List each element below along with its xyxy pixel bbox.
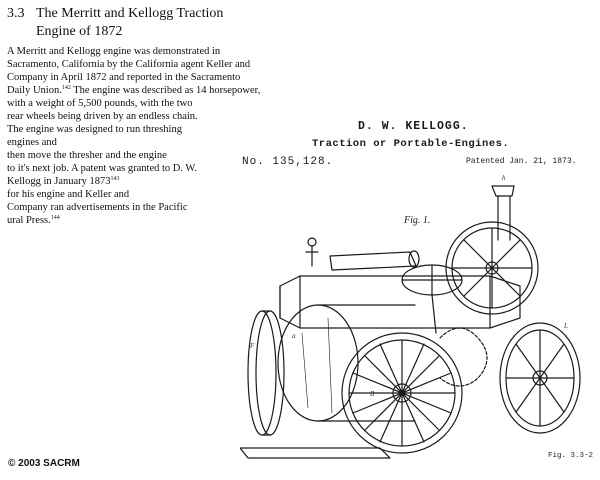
svg-text:B: B — [370, 390, 375, 398]
figure-label: Fig. 1. — [404, 215, 431, 226]
smokestack — [491, 185, 515, 241]
flywheel — [445, 221, 539, 315]
figure-caption: Fig. 3.3-2 — [548, 452, 594, 460]
footnote-ref: 144 — [50, 215, 60, 221]
body-line: engines and — [7, 137, 57, 148]
footnote-ref: 143 — [110, 176, 120, 182]
body-line: Daily Union. — [7, 85, 62, 96]
svg-text:a: a — [292, 332, 296, 340]
patent-title: Traction or Portable-Engines. — [312, 138, 510, 150]
patentee-name: D. W. KELLOGG. — [358, 120, 469, 133]
section-title-line2: Engine of 1872 — [36, 24, 123, 39]
steam-cylinder — [329, 251, 417, 271]
rear-wheel-far — [499, 322, 581, 434]
body-line: with a weight of 5,500 pounds, with the … — [7, 98, 193, 109]
engine-frame — [279, 275, 521, 329]
boiler-body — [317, 304, 416, 422]
traction-engine-illustration: h a B L F — [240, 174, 581, 459]
svg-text:h: h — [502, 174, 506, 182]
section-heading: 3.3 The Merritt and Kellogg Traction Engi… — [7, 5, 237, 41]
body-line: ural Press. — [7, 215, 51, 226]
svg-text:L: L — [563, 322, 568, 330]
footnote-ref: 142 — [61, 85, 71, 91]
body-line: then move the thresher and the engine — [7, 150, 167, 161]
body-line: for his engine and Keller and — [7, 189, 130, 200]
body-line: to it's next job. A patent was granted t… — [7, 163, 197, 174]
section-title-line1: The Merritt and Kellogg Traction — [36, 6, 224, 21]
steering-wheel — [401, 264, 463, 334]
svg-text:F: F — [249, 342, 255, 350]
boiler-end — [277, 304, 359, 422]
rear-wheel-near — [341, 332, 463, 454]
body-paragraph: A Merritt and Kellogg engine was demonst… — [7, 45, 287, 227]
body-line: Sacramento, California by the California… — [7, 59, 251, 70]
body-line: Company in April 1872 and reported in th… — [7, 72, 241, 83]
body-line: The engine was described as 14 horsepowe… — [70, 85, 261, 96]
body-line: Company ran advertisements in the Pacifi… — [7, 202, 188, 213]
front-platform — [240, 447, 391, 459]
front-left-wheel — [247, 310, 285, 436]
body-line: A Merritt and Kellogg engine was demonst… — [7, 46, 221, 57]
copyright-notice: © 2003 SACRM — [8, 458, 80, 469]
body-line: Kellogg in January 1873 — [7, 176, 111, 187]
section-number: 3.3 — [7, 6, 25, 21]
governor — [305, 245, 319, 267]
body-line: rear wheels being driven by an endless c… — [7, 111, 198, 122]
patent-number: No. 135,128. — [242, 156, 334, 168]
body-line: The engine was designed to run threshing — [7, 124, 182, 135]
patent-date: Patented Jan. 21, 1873. — [466, 157, 577, 166]
drive-chain — [439, 327, 488, 387]
